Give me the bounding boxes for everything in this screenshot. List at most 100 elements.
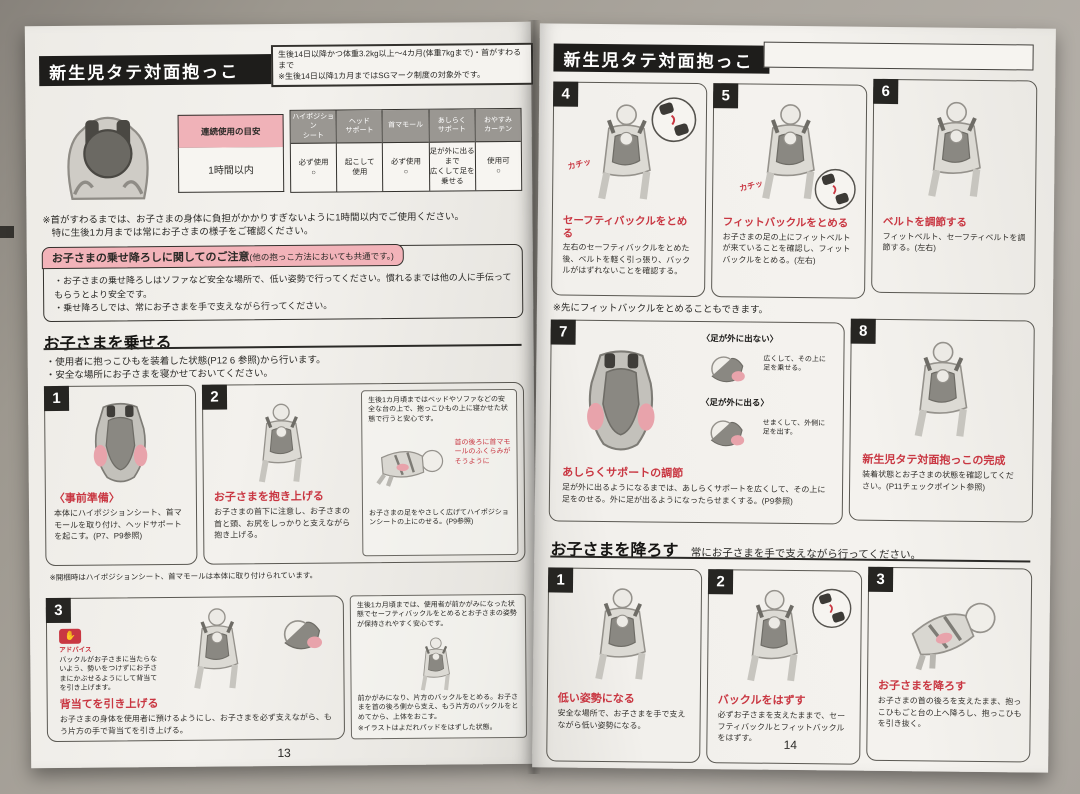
step-number: 1 xyxy=(547,567,574,593)
usage-col-header: 首マモール xyxy=(382,109,429,144)
step6-title: ベルトを調節する xyxy=(882,215,967,229)
section-bullet-2: ・安全な場所にお子さまを寝かせておいてください。 xyxy=(45,368,274,382)
step2-tip-text: 生後1カ月頃まではベッドやソファなどの安全な台の上で、抱っこひもの上に寝かせた状… xyxy=(368,396,508,424)
step2-lift-illustration xyxy=(233,401,334,488)
down2-unbuckle-illustration xyxy=(732,586,821,687)
step7-carrier-front-illustration xyxy=(566,347,675,464)
step3-tip-top: 生後1カ月頃までは、使用者が前かがみになった状態でセーフティバックルをとめるとお… xyxy=(356,600,517,629)
down2-title: バックルをはずす xyxy=(717,694,806,708)
step3-lean-illustration xyxy=(399,635,476,694)
step3-neck-inset-illustration xyxy=(273,611,331,662)
notice-bullet-2: ・乗せ降ろしでは、常にお子さまを手で支えながら行ってください。 xyxy=(54,300,333,313)
step5-body: お子さまの足の上にフィットベルトが来ていることを確認し、フィットバックルをとめる… xyxy=(722,231,851,265)
step4-body: 左右のセーフティバックルをとめた後、ベルトを軽く引っ張り、バックルがはずれないこ… xyxy=(562,242,691,277)
step-card-3: 3 ✋ アドバイス バックルがお子さまに当たらないよう、勢いをつけずにお子さまに… xyxy=(45,595,346,743)
usage-col-value: 使用可 ○ xyxy=(487,155,510,176)
step8-complete-illustration xyxy=(899,338,992,443)
duration-table: 連続使用の目安 1時間以内 xyxy=(177,113,285,193)
usage-table: ハイポジション シート 必ず使用 ○ ヘッド サポート 起こして 使用 首マモー… xyxy=(289,107,523,193)
age-spec-line2: ※生後14日以降1カ月まではSGマーク制度の対象外です。 xyxy=(278,69,486,81)
step1-footnote: ※開梱時はハイポジションシート、首マモールは本体に取り付けられています。 xyxy=(49,570,318,583)
step-card-1: 1 〈事前準備〉 本体にハイポジションシート、首マモールを取り付け、ヘッドサポー… xyxy=(43,384,198,567)
notice-title-sub: (他の抱っこ方法においても共通です。) xyxy=(249,251,394,263)
step2-baby-lying-illustration xyxy=(370,437,450,494)
legs-in-text: 広くして、その上に足を乗せる。 xyxy=(763,355,826,373)
step-number: 6 xyxy=(873,78,899,105)
boarding-notice-box: お子さまの乗せ降ろしに関してのご注意(他の抱っこ方法においても共通です。) ・お… xyxy=(41,243,524,323)
down3-title: お子さまを降ろす xyxy=(877,679,967,693)
step2-tip-bottom-text: お子さまの足をやさしく広げてハイポジションシートの上にのせる。(P9参照) xyxy=(369,509,509,527)
down-step-card-3: 3 お子さまを降ろす お子さまの首の後ろを支えたまま、抱っこひもごと台の上へ降ろ… xyxy=(866,566,1033,763)
usage-col-header: あしらく サポート xyxy=(429,109,475,143)
step-card-8: 8 新生児タテ対面抱っこの完成 装着状態とお子さまの状態を確認してください。(P… xyxy=(848,318,1035,523)
step-card-7: 7 〈足が外に出ない〉 広くして、その上に足を乗せる。 〈足が外に出る〉 せまく… xyxy=(548,319,845,525)
step3-body: お子さまの身体を使用者に預けるようにし、お子さまを必ず支えながら、もう片方の手で… xyxy=(59,712,332,736)
step-number: 1 xyxy=(43,385,70,412)
usage-col-value: 足が外に出るまで 広くして足を乗せる xyxy=(429,146,475,186)
step4-buckle-inset xyxy=(650,95,699,144)
usage-col-header: おやすみ カーテン xyxy=(475,108,521,143)
step-number: 4 xyxy=(553,81,579,107)
age-spec-line1: 生後14日以降かつ体重3.2kg以上～4カ月(体重7kgまで)・首がすわるまで xyxy=(277,47,522,70)
step2-title: お子さまを抱き上げる xyxy=(213,490,324,504)
step3-tip-box: 生後1カ月頃までは、使用者が前かがみになった状態でセーフティバックルをとめるとお… xyxy=(349,593,528,740)
legs-out-illustration xyxy=(700,412,752,457)
step1-carrier-illustration xyxy=(78,400,163,493)
page-title-bar: 新生児タテ対面抱っこ xyxy=(39,54,276,87)
down-step-card-2: 2 バックルをはずす 必ずお子さまを支えたままで、セーフティバックルとフィットバ… xyxy=(706,569,863,765)
step-card-6: 6 ベルトを調節する フィットベルト、セーフティベルトを調節する。(左右) xyxy=(871,78,1038,295)
step6-body: フィットベルト、セーフティベルトを調節する。(左右) xyxy=(882,231,1026,253)
step-number: 2 xyxy=(707,569,734,595)
carrier-top-view-illustration xyxy=(51,95,164,208)
step7-body: 足が外に出るようになるまでは、あしらくサポートを広くして、その上に足をのせる。外… xyxy=(561,482,826,506)
step2-neck-annotation: 首の後ろに首マモールのふくらみがそうように xyxy=(454,438,511,466)
step2-body: お子さまの首下に注意し、お子さまの首と頭、お尻をしっかりと支えながら抱き上げる。 xyxy=(213,506,351,540)
step1-body: 本体にハイポジションシート、首マモールを取り付け、ヘッドサポートを起こす。(P7… xyxy=(53,508,182,542)
step-number: 5 xyxy=(713,83,739,109)
manual-page-14: 新生児タテ対面抱っこ 4 カチッ セーフティバックルをとめる 左右のセーフティバ… xyxy=(532,23,1056,773)
table-edge-mark xyxy=(0,226,14,238)
duration-label-cell: 連続使用の目安 xyxy=(177,113,284,149)
step3-title: 背当てを引き上げる xyxy=(59,698,159,711)
step-card-5: 5 カチッ フィットバックルをとめる お子さまの足の上にフィットベルトが来ている… xyxy=(711,83,868,299)
step3-advice-text: バックルがお子さまに当たらないよう、勢いをつけずにお子さまにかぶせるようにして背… xyxy=(59,656,158,693)
legs-out-text: せまくして、外側に足を出す。 xyxy=(762,419,826,437)
legs-in-label: 〈足が外に出ない〉 xyxy=(701,333,779,344)
step3-pull-backrest-illustration xyxy=(173,605,266,694)
down1-title: 低い姿勢になる xyxy=(557,692,635,706)
usage-col-header: ハイポジション シート xyxy=(290,110,337,144)
step-number: 3 xyxy=(867,566,894,593)
usage-col-neck-support: 首マモール 必ず使用 ○ xyxy=(381,109,429,192)
step7-title: あしらくサポートの調節 xyxy=(562,466,684,480)
down1-low-posture-illustration xyxy=(580,585,669,686)
step-number: 8 xyxy=(850,318,876,344)
fit-buckle-order-note: ※先にフィットバックルをとめることもできます。 xyxy=(552,302,769,316)
manual-page-13: 新生児タテ対面抱っこ 生後14日以降かつ体重3.2kg以上～4カ月(体重7kgま… xyxy=(24,21,538,769)
usage-col-leg-support: あしらく サポート 足が外に出るまで 広くして足を乗せる xyxy=(428,109,476,191)
step1-title: 〈事前準備〉 xyxy=(53,492,120,505)
step6-adjust-illustration xyxy=(913,98,1004,203)
step-number: 3 xyxy=(45,597,71,624)
step-number: 7 xyxy=(550,319,576,345)
step8-title: 新生児タテ対面抱っこの完成 xyxy=(862,453,1006,468)
header-blank-box xyxy=(763,41,1034,71)
usage-col-head-support: ヘッド サポート 起こして 使用 xyxy=(335,110,383,192)
usage-col-value: 必ず使用 ○ xyxy=(390,156,422,176)
step8-body: 装着状態とお子さまの状態を確認してください。(P11チェックポイント参照) xyxy=(862,469,1014,492)
page-number-13: 13 xyxy=(277,745,291,761)
step3-tip-footnote: ※イラストはよだれパッドをはずした状態。 xyxy=(357,724,497,733)
legs-out-label: 〈足が外に出る〉 xyxy=(700,397,770,408)
step5-buckle-inset xyxy=(813,167,857,211)
down2-buckle-inset xyxy=(811,587,853,629)
advice-icon-label: アドバイス xyxy=(59,646,92,654)
caution-note-2: 特に生後1カ月までは常にお子さまの様子をご確認ください。 xyxy=(51,225,314,239)
notice-body: ・お子さまの乗せ降ろしはソファなど安全な場所で、低い姿勢で行ってください。慣れる… xyxy=(54,271,514,316)
step-card-4: 4 カチッ セーフティバックルをとめる 左右のセーフティバックルをとめた後、ベル… xyxy=(551,81,708,298)
step-number: 2 xyxy=(201,384,228,410)
step2-tip-box: 生後1カ月頃まではベッドやソファなどの安全な台の上で、抱っこひもの上に寝かせた状… xyxy=(360,388,519,557)
age-spec-box: 生後14日以降かつ体重3.2kg以上～4カ月(体重7kgまで)・首がすわるまで … xyxy=(270,42,534,88)
notice-title-text: お子さまの乗せ降ろしに関してのご注意 xyxy=(51,251,250,265)
duration-value-cell: 1時間以内 xyxy=(177,146,285,193)
advice-icon: ✋ xyxy=(59,628,82,644)
usage-col-header: ヘッド サポート xyxy=(336,110,383,144)
